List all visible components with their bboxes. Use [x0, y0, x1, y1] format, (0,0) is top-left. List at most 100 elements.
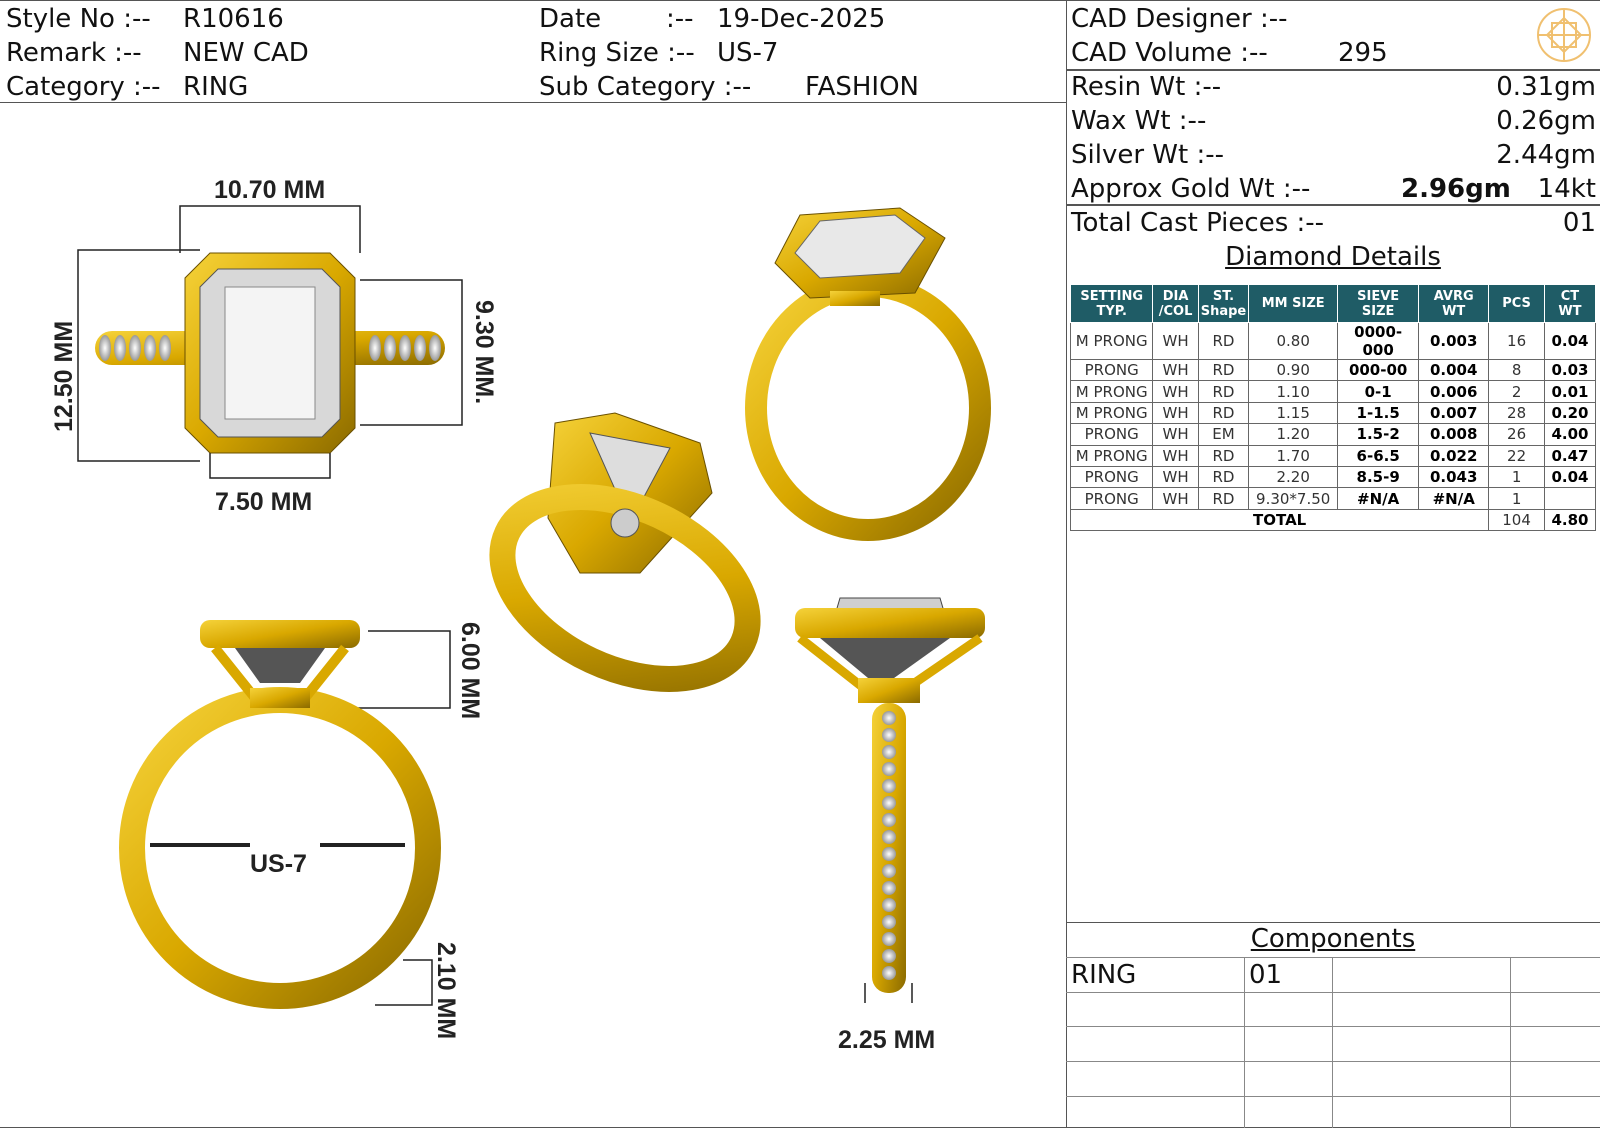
diamond-col-header: PCS — [1488, 284, 1545, 323]
diamond-cell: 0.04 — [1543, 465, 1597, 489]
diamond-stone — [882, 779, 896, 793]
cad-divider — [1066, 69, 1600, 71]
diamond-cell: 0.04 — [1543, 322, 1597, 360]
diamond-cell: PRONG — [1069, 423, 1154, 446]
diamond-stone — [369, 335, 381, 361]
diamond-cell: 0.80 — [1248, 322, 1339, 360]
diamond-cell: RD — [1197, 444, 1250, 467]
diamond-cell: #N/A — [1337, 487, 1420, 510]
total-ct: 4.80 — [1543, 508, 1597, 532]
diamond-cell: WH — [1152, 380, 1199, 403]
component-row-line — [1066, 1026, 1600, 1027]
diamond-stone — [882, 966, 896, 980]
diamond-cell: M PRONG — [1069, 401, 1154, 425]
dim-head-height: 6.00 MM — [456, 622, 484, 720]
diamond-cell: 0.007 — [1418, 401, 1490, 425]
total-label: TOTAL — [1069, 508, 1490, 532]
dim-top-width: 10.70 MM — [214, 176, 326, 204]
diamond-stone — [882, 915, 896, 929]
silver-wt: 2.44gm — [1496, 140, 1596, 170]
diamond-stone — [882, 728, 896, 742]
category-label: Category :-- — [6, 72, 161, 102]
angled-view-ring-2 — [489, 412, 761, 692]
diamond-stone — [384, 335, 396, 361]
style-no-label: Style No :-- — [6, 4, 151, 34]
components-title: Components — [1250, 924, 1416, 954]
diamond-cell: WH — [1152, 358, 1199, 382]
ring-size: US-7 — [717, 38, 779, 68]
category: RING — [183, 72, 249, 102]
diamond-col-header: MM SIZE — [1248, 284, 1339, 323]
cad-volume: 295 — [1338, 38, 1388, 68]
diamond-stone — [882, 813, 896, 827]
diamond-col-header: SIEVE SIZE — [1337, 284, 1420, 323]
diamond-details-title: Diamond Details — [1225, 242, 1441, 272]
wax-wt-label: Wax Wt :-- — [1071, 106, 1207, 136]
diamond-col-header: AVRG WT — [1418, 284, 1490, 323]
total-pcs: 104 — [1488, 508, 1545, 532]
diamond-cell: 0000-000 — [1337, 322, 1420, 360]
date: 19-Dec-2025 — [717, 4, 886, 34]
dim-top-height: 12.50 MM — [50, 320, 78, 432]
diamond-cell: 1-1.5 — [1337, 401, 1420, 425]
diamond-cell: M PRONG — [1069, 322, 1154, 360]
sub-category-label: Sub Category :-- — [539, 72, 752, 102]
diamond-cell: RD — [1197, 380, 1250, 403]
diamond-stone — [399, 335, 411, 361]
cad-designer-label: CAD Designer :-- — [1071, 4, 1288, 34]
remark: NEW CAD — [183, 38, 309, 68]
diamond-cell: WH — [1152, 465, 1199, 489]
weights-divider — [1066, 204, 1600, 206]
diamond-cell: 1 — [1488, 465, 1545, 489]
diamond-cell: M PRONG — [1069, 444, 1154, 467]
diamond-cell: 28 — [1488, 401, 1545, 425]
diamond-cell: WH — [1152, 322, 1199, 360]
dim-shank-width: 2.25 MM — [838, 1026, 936, 1054]
diamond-stone — [882, 830, 896, 844]
gold-wt-label: Approx Gold Wt :-- — [1071, 174, 1311, 204]
diamond-cell: 1.5-2 — [1337, 423, 1420, 446]
diamond-cell — [1543, 487, 1597, 510]
diamond-cell: RD — [1197, 401, 1250, 425]
diamond-stone — [882, 745, 896, 759]
date-sep: :-- — [666, 4, 694, 34]
gold-wt: 2.96gm — [1401, 174, 1511, 204]
resin-wt-label: Resin Wt :-- — [1071, 72, 1222, 102]
diamond-cell: WH — [1152, 444, 1199, 467]
diamond-stone — [882, 898, 896, 912]
diamond-stone — [414, 335, 426, 361]
style-no: R10616 — [183, 4, 284, 34]
diamond-stone — [882, 949, 896, 963]
diamond-cell: 26 — [1488, 423, 1545, 446]
header-divider — [0, 102, 1066, 103]
diamond-cell: 0.022 — [1418, 444, 1490, 467]
diamond-cell: M PRONG — [1069, 380, 1154, 403]
diamond-cell: 1.20 — [1248, 423, 1339, 446]
diamond-cell: 1.70 — [1248, 444, 1339, 467]
diamond-stone — [882, 932, 896, 946]
diamond-cell: 0.043 — [1418, 465, 1490, 489]
wax-wt: 0.26gm — [1496, 106, 1596, 136]
diamond-cell: WH — [1152, 423, 1199, 446]
diamond-cell: 4.00 — [1543, 423, 1597, 446]
diamond-cell: RD — [1197, 358, 1250, 382]
side-view-ring — [795, 597, 985, 993]
frame-top — [0, 0, 1600, 1]
dim-size: US-7 — [250, 850, 307, 878]
diamond-cell: RD — [1197, 322, 1250, 360]
dim-stone-width: 7.50 MM — [215, 488, 313, 516]
silver-wt-label: Silver Wt :-- — [1071, 140, 1224, 170]
diamond-stone — [882, 711, 896, 725]
diamond-cell: RD — [1197, 487, 1250, 510]
right-panel-divider — [1066, 0, 1067, 1128]
date-label: Date — [539, 4, 602, 34]
diamond-stone — [882, 762, 896, 776]
cast-pieces-label: Total Cast Pieces :-- — [1071, 208, 1325, 238]
diamond-cell: 1.10 — [1248, 380, 1339, 403]
